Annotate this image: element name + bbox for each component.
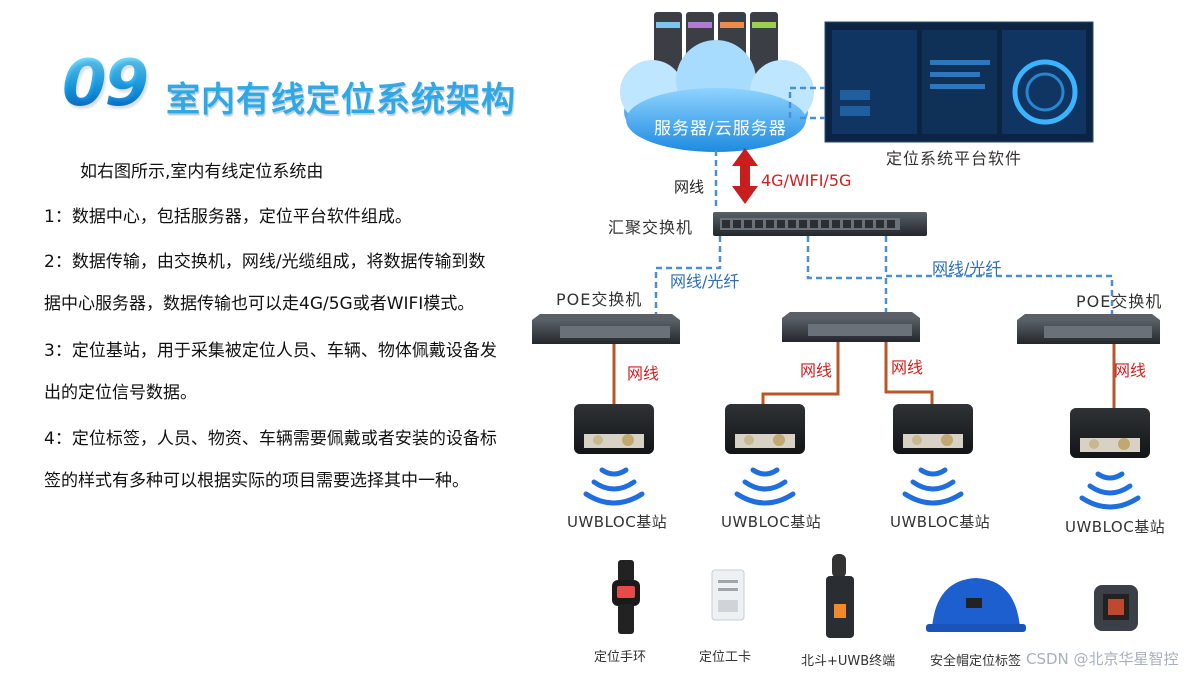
intro-line-1: 1：数据中心，包括服务器，定位平台软件组成。 <box>44 207 412 227</box>
signal-icon-4 <box>1079 471 1141 510</box>
wristband-icon <box>612 560 640 634</box>
wireless-arrow-icon <box>732 148 758 204</box>
intro-line-4: 3：定位基站，用于采集被定位人员、车辆、物体佩戴设备发 <box>44 341 497 361</box>
work-card-icon <box>711 569 745 621</box>
cable-label-top: 网线 <box>674 178 705 196</box>
core-switch-label: 汇聚交换机 <box>608 218 694 237</box>
base-station-label-4: UWBLOC基站 <box>1065 518 1166 536</box>
cable-label-4: 网线 <box>1114 361 1147 380</box>
intro-line-0: 如右图所示,室内有线定位系统由 <box>80 162 324 182</box>
poe-switch-left-label: POE交换机 <box>556 290 643 309</box>
device-label-helmet: 安全帽定位标签 <box>930 654 1022 669</box>
fiber-label-left: 网线/光纤 <box>670 272 740 291</box>
poe-switch-right-label: POE交换机 <box>1076 292 1163 311</box>
platform-screen-icon <box>824 21 1094 143</box>
section-number: 09 <box>62 47 149 121</box>
fiber-label-right: 网线/光纤 <box>932 259 1002 278</box>
device-label-wristband: 定位手环 <box>594 650 647 665</box>
cable-label-3: 网线 <box>891 358 924 377</box>
base-station-icon-1 <box>574 404 654 454</box>
poe-switch-middle-icon <box>782 312 920 342</box>
beidou-terminal-icon <box>826 554 854 638</box>
signal-icon-2 <box>734 467 796 506</box>
intro-line-6: 4：定位标签，人员、物资、车辆需要佩戴或者安装的设备标 <box>44 429 497 449</box>
watermark: CSDN @北京华星智控 <box>1026 650 1179 668</box>
wireless-label: 4G/WIFI/5G <box>761 171 852 190</box>
signal-icon-3 <box>902 467 964 506</box>
helmet-icon <box>926 578 1026 632</box>
core-switch-icon <box>713 212 927 236</box>
intro-line-3: 据中心服务器，数据传输也可以走4G/5G或者WIFI模式。 <box>44 294 475 314</box>
cable-label-1: 网线 <box>627 364 660 383</box>
device-label-beidou: 北斗+UWB终端 <box>801 654 896 669</box>
intro-line-5: 出的定位信号数据。 <box>44 383 197 403</box>
base-station-icon-2 <box>725 404 805 454</box>
cable-label-2: 网线 <box>800 361 833 380</box>
intro-line-2: 2：数据传输，由交换机，网线/光缆组成，将数据传输到数 <box>44 252 486 272</box>
poe-switch-left-icon <box>532 314 680 344</box>
signal-icon-1 <box>583 467 645 506</box>
intro-line-7: 签的样式有多种可以根据实际的项目需要选择其中一种。 <box>44 471 469 491</box>
base-station-label-3: UWBLOC基站 <box>890 513 991 531</box>
poe-switch-right-icon <box>1017 314 1160 344</box>
page-title: 室内有线定位系统架构 <box>166 80 516 120</box>
base-station-icon-4 <box>1070 408 1150 458</box>
cloud-label: 服务器/云服务器 <box>654 119 787 139</box>
platform-label: 定位系统平台软件 <box>886 149 1023 168</box>
cloud-icon <box>620 40 814 152</box>
base-station-icon-3 <box>893 404 973 454</box>
tag-device-icon <box>1094 585 1138 631</box>
base-station-label-1: UWBLOC基站 <box>567 513 668 531</box>
base-station-label-2: UWBLOC基站 <box>721 513 822 531</box>
device-label-workcard: 定位工卡 <box>699 650 752 665</box>
